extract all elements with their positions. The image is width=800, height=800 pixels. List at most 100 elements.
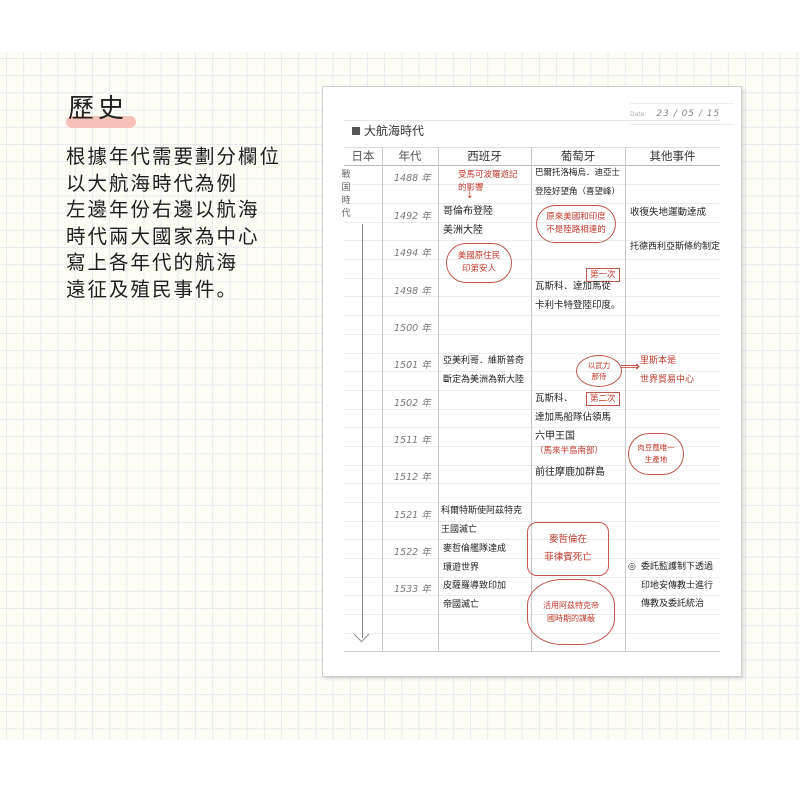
description-line: 根據年代需要劃分欄位: [66, 145, 282, 168]
note-line: 生產地: [644, 455, 668, 464]
note-line: 美國原住民: [457, 251, 501, 261]
year-label: 1533 年: [394, 584, 431, 595]
ruled-line: [344, 651, 720, 652]
column-divider: [438, 147, 439, 652]
portugal-1488: 巴爾托洛梅烏．迪亞士 登陸好望角（喜望峰）: [535, 164, 620, 201]
description-line: 寫上各年代的航海: [66, 251, 239, 274]
note-line: 麥哲倫在: [548, 534, 587, 545]
portugal-1498: 瓦斯科．達加馬從 卡利卡特登陸印度。: [535, 278, 621, 315]
header-portugal: 葡萄牙: [560, 149, 596, 163]
ruled-line: [344, 390, 720, 391]
cell-line: 委託監護制下透過: [641, 562, 714, 572]
cell-line: 麥哲倫艦隊達成: [443, 544, 507, 554]
note-line: 菲律賓死亡: [544, 552, 592, 563]
cell-line: 傳教及委託統治: [641, 599, 705, 610]
ruled-line: [344, 353, 720, 354]
header-japan: 日本: [351, 149, 375, 163]
ruled-line: [344, 577, 720, 578]
cloud-note-nutmeg: 肉豆蔻唯一 生產地: [628, 433, 684, 475]
ruled-line: [344, 259, 720, 260]
column-divider: [625, 147, 626, 652]
description-line: 遠征及殖民事件。: [66, 277, 239, 301]
other-1501: 里斯本是 世界貿易中心: [640, 352, 694, 389]
date-value: 23 / 05 / 15: [656, 109, 721, 119]
year-label: 1500 年: [394, 323, 431, 334]
description-line: 以大航海時代為例: [66, 171, 239, 195]
note-marco-polo: 受馬可波羅遊記 的影響: [458, 169, 518, 195]
cell-line: 巴爾托洛梅烏．迪亞士: [535, 168, 621, 178]
note-line: 的影響: [458, 183, 484, 193]
column-divider: [382, 147, 383, 652]
japan-era-label: 戰国時代: [341, 170, 351, 219]
title-highlight: [66, 116, 136, 128]
cell-line: 皮薩羅導致印加: [443, 581, 507, 591]
cell-line: 瓦斯科．: [535, 393, 574, 404]
year-label: 1501 年: [394, 360, 431, 371]
note-line: 國時期的謀蔽: [547, 614, 595, 623]
cell-line: 達加馬船隊佔領馬: [535, 411, 612, 423]
portugal-1511-note: （馬來半島南部）: [535, 446, 604, 456]
description-line: 時代兩大國家為中心: [66, 224, 260, 248]
tag-first-voyage: 第一次: [586, 268, 620, 282]
spain-1521: 科爾特斯使阿茲特克 王國滅亡: [441, 502, 522, 539]
cell-line: 科爾特斯使阿茲特克: [441, 506, 523, 516]
cell-line: 印地安傳教士進行: [641, 580, 714, 591]
note-line: 受馬可波羅遊記: [458, 170, 518, 180]
square-bullet-icon: [352, 126, 360, 135]
sheet-title: 大航海時代: [352, 122, 424, 139]
ruled-line: [344, 446, 720, 447]
bubble-note-force: 以武力 那侍: [576, 355, 622, 387]
cell-line: 登陸好望角（喜望峰）: [535, 186, 621, 197]
spain-1533: 皮薩羅導致印加 帝國滅亡: [443, 577, 506, 614]
year-label: 1522 年: [394, 547, 431, 558]
timeline-arrow-line: [362, 224, 363, 638]
ruled-line: [344, 184, 720, 185]
divider: [344, 120, 720, 121]
other-1492: 收復失地運動達成: [630, 207, 707, 218]
other-1522: 委託監護制下透過 印地安傳教士進行 傳教及委託統治: [641, 558, 713, 614]
year-label: 1488 年: [394, 173, 431, 184]
cell-line: 帝國滅亡: [443, 599, 480, 610]
bubble-note-magellan: 麥哲倫在 菲律賓死亡: [527, 522, 609, 576]
ruled-line: [344, 278, 720, 279]
double-arrow-icon: ⟹: [620, 359, 641, 375]
divider: [344, 147, 720, 148]
cloud-note-native-americans: 美國原住民 印第安人: [446, 243, 512, 283]
ruled-line: [344, 558, 720, 559]
spain-1492: 哥倫布登陸 美洲大陸: [443, 203, 493, 240]
spain-1501: 亞美利哥．維斯普奇 斷定為美洲為新大陸: [443, 352, 524, 389]
description: 根據年代需要劃分欄位 以大航海時代為例 左邊年份右邊以航海 時代兩大國家為中心 …: [66, 144, 281, 303]
date-field: Date: 23 / 05 / 15: [630, 103, 734, 125]
down-arrow-icon: ↓: [466, 191, 474, 201]
cell-line: 哥倫布登陸: [443, 206, 493, 217]
year-label: 1511 年: [394, 435, 431, 446]
cell-line: 卡利卡特登陸印度。: [535, 299, 621, 311]
ruled-line: [344, 222, 720, 223]
header-other-events: 其他事件: [649, 149, 696, 163]
ruled-line: [344, 427, 720, 428]
ruled-line: [344, 502, 720, 503]
year-label: 1512 年: [394, 472, 431, 483]
down-arrow-icon: [353, 626, 370, 643]
ruled-line: [344, 334, 720, 335]
portugal-1502: 瓦斯科． 達加馬船隊佔領馬: [535, 390, 611, 427]
cloud-note-america-india: 原來美國和印度 不是陸路相連的: [536, 205, 616, 243]
ruled-line: [344, 296, 720, 297]
other-1494: 托德西利亞斯條約制定: [630, 242, 721, 252]
year-label: 1494 年: [394, 248, 431, 259]
title-text: 歷史: [68, 94, 129, 124]
cell-line: 瓦斯科．達加馬從: [535, 281, 612, 292]
portugal-1512: 前往摩鹿加群島: [535, 467, 605, 478]
section-title: 歷史: [66, 88, 136, 128]
column-divider: [531, 147, 532, 652]
cell-line: 亞美利哥．維斯普奇: [443, 356, 525, 366]
ruled-line: [344, 483, 720, 484]
sheet-title-text: 大航海時代: [364, 124, 425, 138]
header-divider: [344, 165, 720, 166]
cell-line: 斷定為美洲為新大陸: [443, 374, 525, 385]
year-label: 1492 年: [394, 211, 431, 222]
cell-line: 王國滅亡: [441, 524, 478, 535]
note-line: 原來美國和印度: [546, 212, 606, 222]
note-line: 以武力: [587, 361, 611, 370]
cell-line: 美洲大陸: [443, 224, 483, 236]
